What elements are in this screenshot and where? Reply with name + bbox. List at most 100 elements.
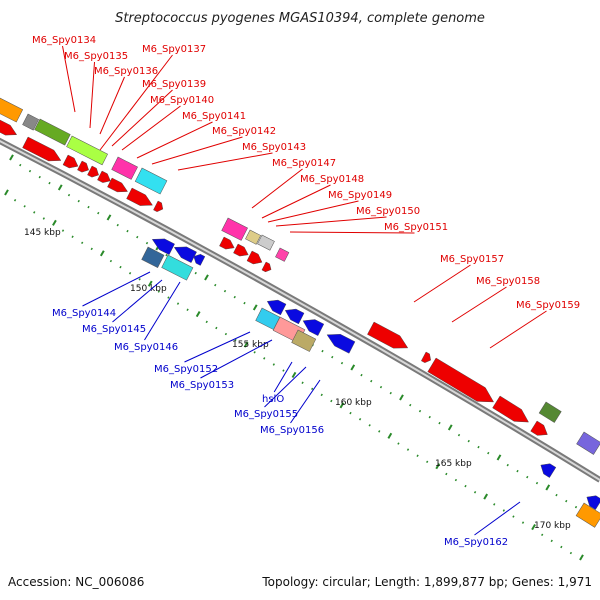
scale-tick xyxy=(516,469,519,473)
gene-block xyxy=(0,95,24,123)
gene-block xyxy=(134,167,168,195)
gene-label-m6-spy0141: M6_Spy0141 xyxy=(182,111,246,122)
scale-tick xyxy=(496,454,502,461)
gene-arrow xyxy=(97,170,111,183)
scale-tick xyxy=(215,326,218,330)
scale-tick xyxy=(435,463,441,470)
scale-tick xyxy=(253,351,256,354)
gene-arrow xyxy=(193,254,206,266)
gene-arrow xyxy=(233,243,249,257)
scale-tick xyxy=(128,272,132,275)
scale-tick xyxy=(38,175,41,179)
gene-block xyxy=(257,234,275,251)
gene-arrow xyxy=(246,250,263,265)
leader-line xyxy=(184,331,251,363)
scale-tick xyxy=(87,205,90,209)
scale-tick xyxy=(90,247,93,251)
scale-tick xyxy=(579,554,584,561)
gene-arrow xyxy=(586,495,600,510)
scale-tick xyxy=(136,235,139,239)
scale-tick xyxy=(234,338,237,342)
leader-line xyxy=(89,61,95,129)
scale-tick xyxy=(165,253,168,257)
gene-arrow xyxy=(107,177,128,193)
scale-tick xyxy=(311,387,314,391)
scale-tick xyxy=(176,302,180,305)
scale-tick xyxy=(521,521,525,524)
gene-arrow xyxy=(151,238,175,255)
scale-tick xyxy=(81,241,84,245)
scale-tick xyxy=(387,432,393,439)
gene-block xyxy=(66,135,108,166)
gene-label-m6-spy0146: M6_Spy0146 xyxy=(114,342,178,353)
scale-tick xyxy=(330,399,333,403)
gene-label-m6-spy0137: M6_Spy0137 xyxy=(142,44,206,55)
scale-tick xyxy=(349,411,352,415)
scale-tick xyxy=(224,332,228,336)
leader-line xyxy=(264,366,307,408)
leader-line xyxy=(151,136,243,165)
gene-label-m6-spy0145: M6_Spy0145 xyxy=(82,324,146,335)
scale-tick xyxy=(350,364,356,371)
leader-line xyxy=(451,286,507,323)
gene-block xyxy=(161,254,194,281)
leader-line xyxy=(82,271,151,307)
scale-tick xyxy=(99,250,105,257)
leader-line xyxy=(112,279,163,323)
scale-tick xyxy=(33,211,36,214)
scale-tick xyxy=(483,493,489,500)
scale-tick xyxy=(214,283,217,287)
gene-labels: M6_Spy0134M6_Spy0135M6_Spy0136M6_Spy0137… xyxy=(32,35,580,548)
scale-tick xyxy=(493,503,496,506)
scale-tick xyxy=(360,373,363,377)
leader-line xyxy=(474,501,521,536)
gene-arrow xyxy=(284,308,305,325)
gene-label-m6-spy0139: M6_Spy0139 xyxy=(142,79,206,90)
gene-arrow xyxy=(87,165,99,178)
scale-tick xyxy=(67,193,71,197)
kbp-155-label: 155 kbp xyxy=(232,340,269,350)
leader-line xyxy=(275,216,387,227)
scale-tick xyxy=(106,214,112,221)
gene-arrow xyxy=(261,261,272,273)
gene-arrow xyxy=(530,420,548,436)
gene-label-m6-spy0140: M6_Spy0140 xyxy=(150,95,214,106)
scale-tick xyxy=(138,278,141,281)
gene-arrow xyxy=(0,117,18,136)
scale-tick xyxy=(291,371,297,379)
gene-block xyxy=(141,246,165,268)
scale-tick xyxy=(426,460,429,464)
gene-block xyxy=(275,247,290,262)
scale-tick xyxy=(340,361,344,365)
scale-tick xyxy=(57,184,63,191)
gene-label-m6-spy0156: M6_Spy0156 xyxy=(260,425,324,436)
scale-tick xyxy=(378,430,381,433)
gene-label-m6-spy0151: M6_Spy0151 xyxy=(384,222,448,233)
leader-line xyxy=(136,121,213,159)
accession-text: Accession: NC_006086 xyxy=(8,575,144,589)
gene-label-m6-spy0134: M6_Spy0134 xyxy=(32,35,96,46)
scale-tick xyxy=(565,499,568,503)
scale-tick xyxy=(399,394,404,401)
scale-tick xyxy=(512,515,515,518)
scale-tick xyxy=(13,199,17,202)
scale-tick xyxy=(379,385,383,389)
leader-line xyxy=(273,361,293,393)
scale-tick xyxy=(555,493,558,497)
gene-arrow xyxy=(266,299,287,316)
gene-block xyxy=(576,431,600,455)
gene-arrow xyxy=(126,187,153,206)
scale-tick xyxy=(19,163,22,167)
leader-line xyxy=(111,89,173,147)
scale-tick xyxy=(389,391,392,395)
gene-arrow xyxy=(367,321,409,349)
scale-tick xyxy=(541,533,544,537)
gene-label-m6-spy0142: M6_Spy0142 xyxy=(212,126,276,137)
leader-line xyxy=(99,76,125,135)
scale-tick xyxy=(358,418,362,421)
scale-tick xyxy=(272,363,275,366)
gene-block xyxy=(111,156,138,180)
scale-tick xyxy=(282,369,285,372)
scale-tick xyxy=(4,189,9,196)
